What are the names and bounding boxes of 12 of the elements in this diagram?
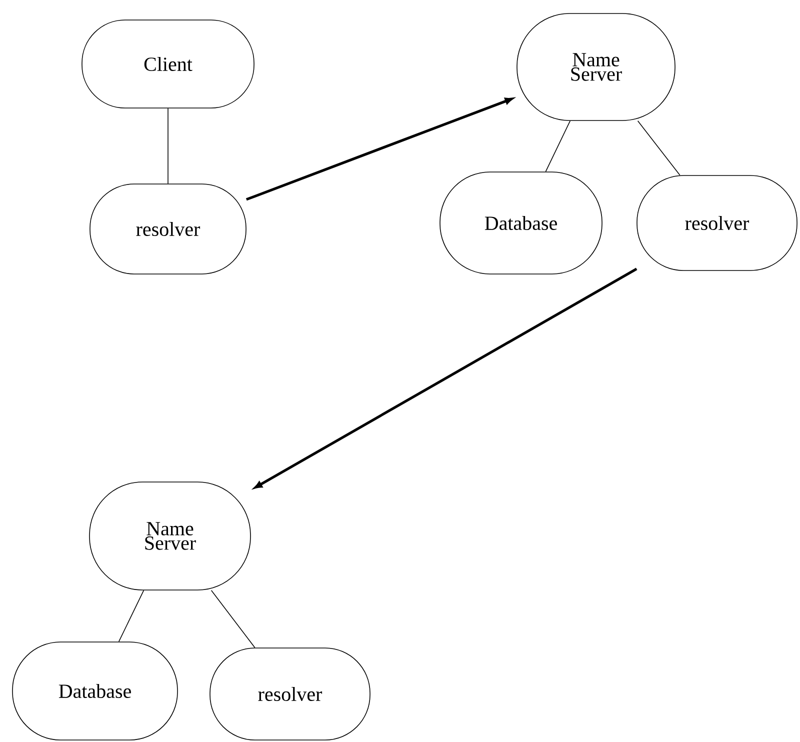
rounded-box: Client (82, 20, 254, 108)
connector-line (637, 120, 680, 176)
rounded-box: resolver (210, 648, 370, 740)
connector-line (210, 590, 256, 648)
rounded-box: Database (12, 642, 178, 740)
rounded-box: Database (440, 172, 602, 274)
connector-line (118, 590, 144, 642)
rounded-box: Name Server (516, 13, 676, 121)
rounded-box: resolver (90, 184, 246, 274)
rounded-box: resolver (636, 175, 798, 271)
rounded-box: Name Server (89, 482, 251, 590)
connector-line (545, 120, 571, 172)
